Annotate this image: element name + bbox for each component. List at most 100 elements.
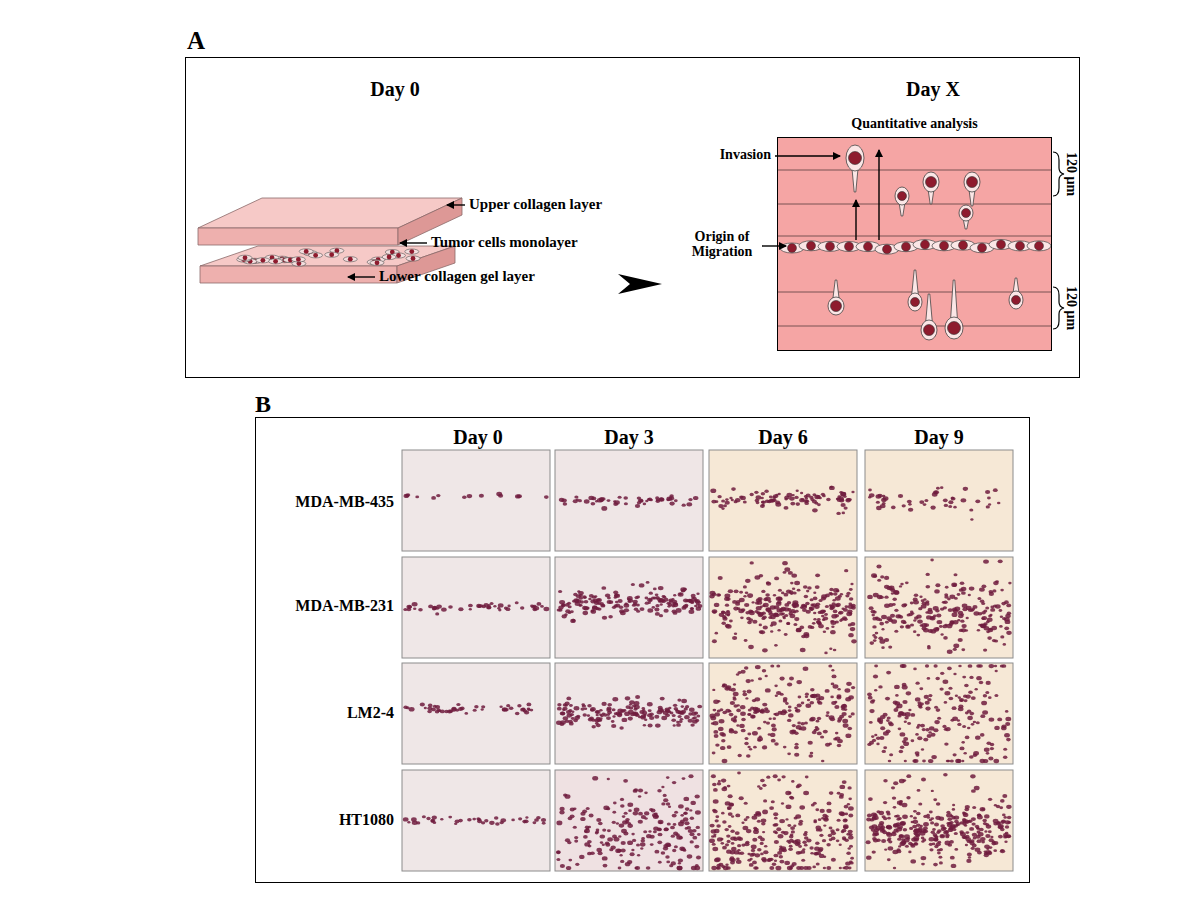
leader-arrow (348, 276, 375, 277)
stained-cell (961, 498, 967, 502)
stained-cell (743, 690, 747, 693)
stained-cell (999, 625, 1003, 628)
stained-cell (582, 713, 586, 716)
stained-cell (993, 488, 998, 492)
stained-cell (680, 587, 686, 592)
stained-cell (976, 676, 982, 680)
cell-body (405, 249, 419, 254)
stained-cell (587, 704, 591, 707)
stained-cell (887, 716, 891, 719)
stained-cell (412, 602, 418, 607)
stained-cell (880, 575, 884, 578)
stained-cell (595, 600, 598, 602)
stained-cell (622, 820, 628, 824)
stained-cell (774, 742, 779, 746)
stained-cell (948, 505, 952, 508)
cell-body (325, 252, 339, 257)
stained-cell (801, 604, 806, 608)
stained-cell (913, 759, 918, 763)
stained-cell (741, 729, 746, 733)
stained-cell (871, 735, 874, 738)
stained-cell (688, 712, 692, 715)
stained-cell (948, 608, 953, 612)
stained-cell (779, 677, 784, 681)
stained-cell (479, 494, 484, 498)
stained-cell (682, 777, 686, 780)
stained-cell (499, 705, 502, 708)
stained-cell (995, 580, 999, 583)
stained-cell (924, 695, 929, 699)
stained-cell (663, 609, 668, 613)
stained-cell (677, 866, 683, 871)
stained-cell (873, 639, 877, 642)
stained-cell (905, 581, 909, 584)
stained-cell (981, 617, 985, 620)
stained-cell (969, 676, 973, 679)
stained-cell (631, 583, 635, 586)
stained-cell (518, 817, 522, 820)
stained-cell (784, 506, 789, 510)
cell-nucleus (845, 242, 854, 251)
stained-cell (422, 815, 426, 818)
stained-cell (942, 624, 947, 628)
stained-cell (693, 496, 698, 500)
stained-cell (778, 589, 782, 592)
stained-cell (1004, 626, 1009, 630)
cell-nucleus (826, 242, 835, 251)
stained-cell (826, 843, 830, 846)
stained-cell (779, 608, 784, 612)
stained-cell (736, 673, 739, 676)
stained-cell (845, 688, 851, 692)
stained-cell (958, 614, 963, 618)
stained-cell (794, 496, 798, 499)
stained-cell (958, 704, 963, 708)
stained-cell (605, 841, 610, 844)
stained-cell (563, 716, 568, 720)
cell-nucleus (788, 244, 797, 253)
stained-cell (962, 725, 966, 728)
stained-cell (939, 625, 943, 628)
stained-cell (650, 809, 655, 813)
stained-cell (618, 867, 622, 870)
stained-cell (663, 794, 667, 797)
stained-cell (908, 503, 912, 506)
invasion-arrow (878, 150, 879, 240)
cell-body (1027, 241, 1051, 251)
stained-cell (672, 714, 676, 717)
stained-cell (565, 609, 570, 613)
stained-cell (596, 818, 601, 822)
stained-cell (657, 789, 661, 792)
stained-cell (869, 493, 875, 497)
stained-cell (718, 504, 723, 508)
stained-cell (969, 508, 973, 511)
stained-cell (811, 694, 817, 698)
stained-cell (952, 608, 957, 612)
stained-cell (575, 863, 579, 866)
stained-cell (961, 648, 965, 651)
stained-cell (715, 632, 718, 635)
stained-cell (678, 858, 683, 862)
stained-cell (795, 610, 799, 613)
stained-cell (894, 591, 900, 595)
stained-cell (455, 709, 459, 712)
stained-cell (795, 502, 800, 506)
stained-cell (714, 734, 719, 738)
stained-cell (935, 583, 940, 587)
cell-nucleus (296, 257, 301, 262)
stained-cell (824, 652, 827, 655)
stained-cell (876, 737, 881, 740)
stained-cell (782, 561, 788, 565)
stained-cell (810, 852, 813, 855)
stained-cell (999, 609, 1003, 612)
stained-cell (908, 508, 913, 512)
stained-cell (674, 845, 678, 848)
stained-cell (830, 605, 835, 609)
stained-cell (795, 709, 798, 712)
stained-cell (609, 848, 613, 851)
stained-cell (848, 603, 852, 606)
stained-cell (914, 594, 919, 598)
stained-cell (1004, 733, 1010, 737)
stained-cell (721, 739, 725, 742)
stained-cell (522, 820, 527, 824)
stained-cell (659, 599, 664, 603)
